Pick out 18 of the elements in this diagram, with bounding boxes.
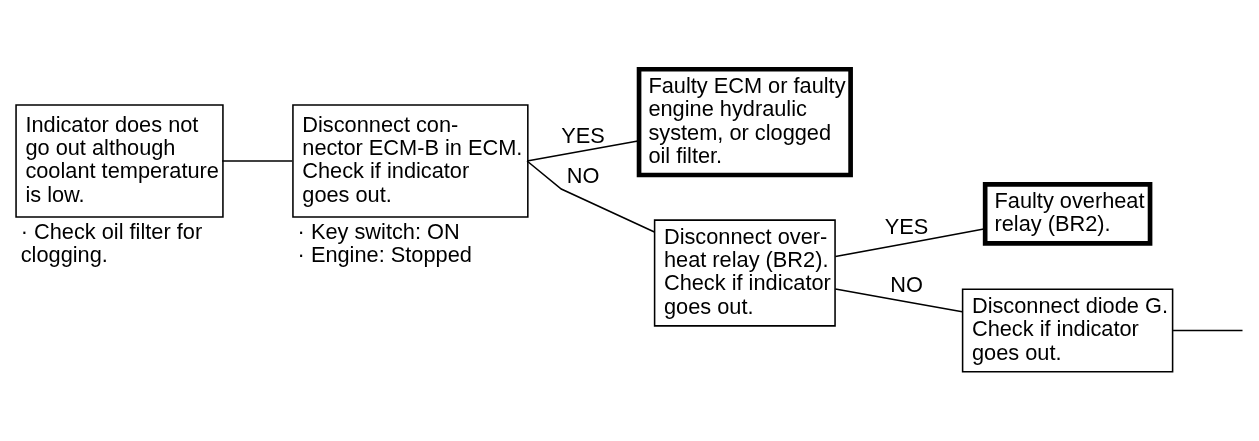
node-label: · Key switch: ON (297, 219, 460, 245)
connector (834, 288, 963, 313)
edge-label: YES (884, 214, 929, 240)
edge-label: NO (890, 271, 923, 297)
connector (221, 160, 293, 162)
node-label: · Check oil filter for clogging. (20, 219, 203, 268)
node-box: Disconnect con- nector ECM-B in ECM. Check if indicator goes out. (292, 104, 529, 218)
connector (1172, 329, 1244, 332)
node-box: Disconnect diode G. Check if indicator goes out. (961, 288, 1174, 373)
edge-label: YES (561, 122, 605, 148)
connector (834, 228, 986, 258)
connector (526, 140, 640, 162)
node-box: Faulty overheat relay (BR2). (982, 182, 1153, 246)
node-box: Faulty ECM or faulty engine hydraulic system, or clogged oil filter. (636, 66, 853, 178)
connector (526, 160, 656, 233)
node-box: Indicator does not go out although coolant temperature is low. (15, 104, 224, 218)
node-box: Disconnect over- heat relay (BR2). Check if indicator goes out. (653, 219, 836, 327)
edge-label: NO (566, 163, 600, 189)
